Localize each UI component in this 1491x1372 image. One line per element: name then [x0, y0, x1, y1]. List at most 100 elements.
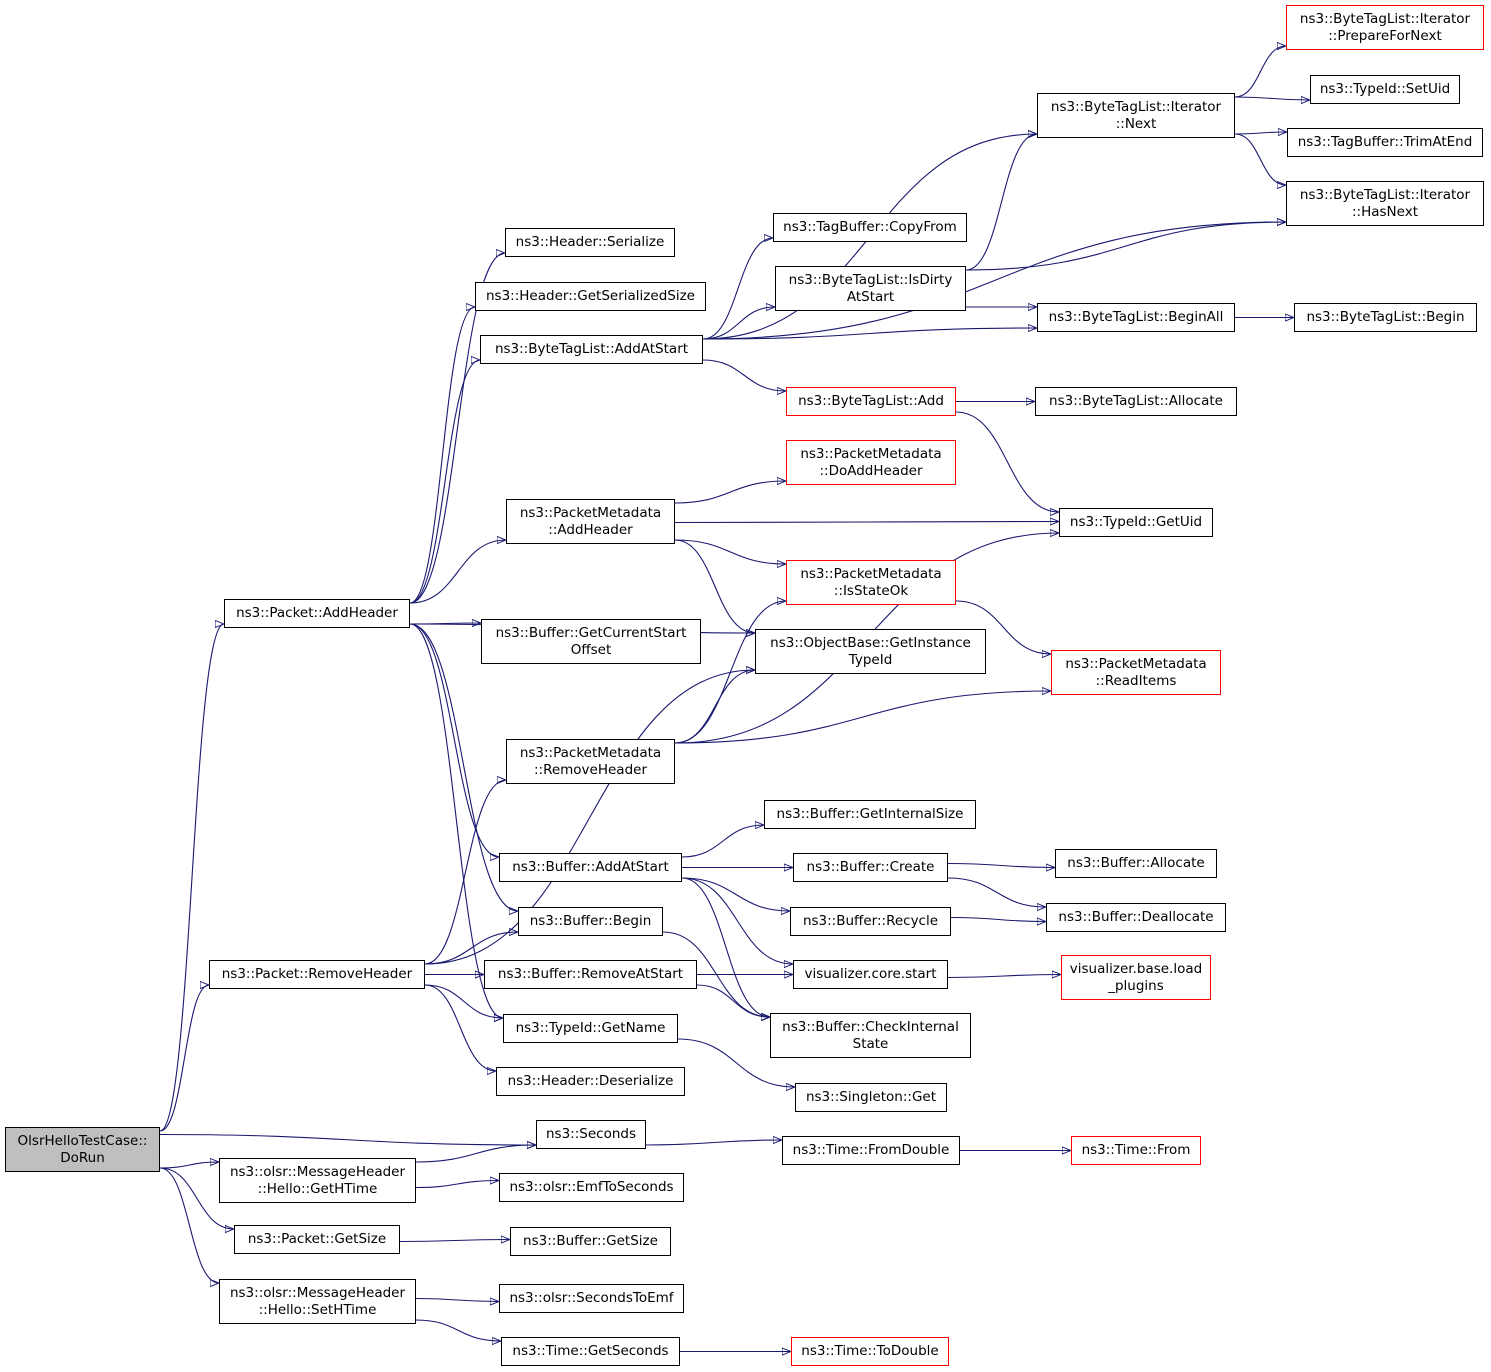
edge-pkt_removeheader-to-ob_getinstance [424, 670, 755, 965]
node-pm-removeheader[interactable]: ns3::PacketMetadata::RemoveHeader [506, 739, 675, 784]
node-btl-iter-next[interactable]: ns3::ByteTagList::Iterator::Next [1037, 93, 1235, 138]
node-viz-loadplugins[interactable]: visualizer.base.load_plugins [1061, 955, 1211, 1000]
node-label-line: ns3::PacketMetadata [800, 565, 942, 582]
node-buf-recycle[interactable]: ns3::Buffer::Recycle [790, 907, 951, 936]
node-label-line: DoRun [60, 1149, 105, 1166]
node-btl-iter-hasnext[interactable]: ns3::ByteTagList::Iterator::HasNext [1286, 181, 1484, 226]
node-buf-getinternalsize[interactable]: ns3::Buffer::GetInternalSize [764, 800, 976, 829]
node-hdr-deserialize[interactable]: ns3::Header::Deserialize [496, 1067, 685, 1096]
node-typeid-getuid[interactable]: ns3::TypeId::GetUid [1059, 508, 1213, 537]
node-label-line: ns3::PacketMetadata [1065, 655, 1207, 672]
node-label-line: ns3::Packet::GetSize [247, 1231, 387, 1247]
edge-pkt_addheader-to-hdr_serialize [409, 253, 506, 604]
node-btl-beginall[interactable]: ns3::ByteTagList::BeginAll [1037, 303, 1235, 332]
node-label-line: ns3::PacketMetadata [519, 504, 662, 521]
node-time-from[interactable]: ns3::Time::From [1071, 1136, 1201, 1165]
edge-btl_iter_next-to-btl_iter_prepare [1234, 46, 1287, 98]
node-label-line: ns3::olsr::MessageHeader [229, 1163, 406, 1180]
node-btl-iter-prepare[interactable]: ns3::ByteTagList::Iterator::PrepareForNe… [1286, 5, 1484, 50]
edge-root-to-pkt_addheader [159, 624, 225, 1132]
node-label-line: AtStart [846, 288, 895, 305]
node-typeid-getname[interactable]: ns3::TypeId::GetName [503, 1014, 678, 1043]
node-buf-create[interactable]: ns3::Buffer::Create [793, 853, 948, 882]
node-secondstoemf[interactable]: ns3::olsr::SecondsToEmf [499, 1284, 684, 1313]
edge-sethtime-to-secondstoemf [415, 1299, 499, 1302]
node-pm-doaddheader[interactable]: ns3::PacketMetadata::DoAddHeader [786, 440, 956, 485]
node-btl-add[interactable]: ns3::ByteTagList::Add [786, 387, 956, 416]
edge-pkt_removeheader-to-buf_begin [424, 932, 518, 965]
node-label-line: ns3::Header::Deserialize [507, 1073, 674, 1089]
edge-btl_addatstart-to-tagbuf_copyfrom [702, 238, 773, 340]
node-label-line: ::Hello::GetHTime [257, 1180, 378, 1197]
node-label-line: ns3::TagBuffer::CopyFrom [783, 219, 957, 235]
node-pm-addheader[interactable]: ns3::PacketMetadata::AddHeader [506, 499, 675, 544]
edge-buf_addatstart-to-buf_recycle [681, 877, 790, 911]
edge-buf_removeatstart-to-buf_checkinternal [696, 984, 770, 1017]
node-label-line: ::ReadItems [1095, 672, 1177, 689]
node-buf-removeatstart[interactable]: ns3::Buffer::RemoveAtStart [484, 960, 697, 989]
edge-pkt_addheader-to-hdr_getsersize [409, 307, 476, 604]
node-label-line: visualizer.base.load [1069, 960, 1203, 977]
node-label-line: ::RemoveHeader [533, 761, 648, 778]
node-label-line: ns3::Buffer::CheckInternal [782, 1018, 959, 1035]
node-label-line: ns3::TypeId::GetName [515, 1020, 666, 1036]
edge-pkt_addheader-to-pm_addheader [409, 540, 506, 604]
node-buf-begin[interactable]: ns3::Buffer::Begin [518, 907, 663, 936]
node-label-line: ns3::Packet::AddHeader [236, 605, 398, 621]
node-buf-getsize[interactable]: ns3::Buffer::GetSize [510, 1227, 671, 1256]
node-btl-allocate[interactable]: ns3::ByteTagList::Allocate [1035, 387, 1237, 416]
node-time-getseconds[interactable]: ns3::Time::GetSeconds [501, 1337, 680, 1366]
node-hdr-getsersize[interactable]: ns3::Header::GetSerializedSize [475, 282, 706, 311]
edge-pkt_addheader-to-buf_addatstart [409, 623, 500, 857]
edge-pm_removeheader-to-ob_getinstance [674, 670, 755, 744]
node-label-line: ns3::PacketMetadata [519, 744, 662, 761]
edge-viz_start-to-viz_loadplugins [947, 975, 1061, 978]
node-tagbuf-copyfrom[interactable]: ns3::TagBuffer::CopyFrom [773, 213, 967, 242]
node-label-line: ::HasNext [1351, 203, 1418, 220]
node-pkt-addheader[interactable]: ns3::Packet::AddHeader [224, 599, 410, 628]
node-label-line: Offset [570, 641, 612, 658]
node-emftoseconds[interactable]: ns3::olsr::EmfToSeconds [499, 1173, 684, 1202]
node-label-line: ns3::ByteTagList::Add [798, 393, 944, 409]
edge-btl_iter_next-to-typeid_setuid [1234, 97, 1310, 100]
edge-pkt_getsize-to-buf_getsize [399, 1240, 510, 1242]
node-pkt-removeheader[interactable]: ns3::Packet::RemoveHeader [209, 960, 425, 989]
edge-pkt_addheader-to-btl_addatstart [409, 360, 481, 604]
node-seconds[interactable]: ns3::Seconds [536, 1120, 646, 1149]
node-typeid-setuid[interactable]: ns3::TypeId::SetUid [1310, 75, 1460, 104]
node-label-line: _plugins [1108, 977, 1164, 994]
edge-root-to-pkt_removeheader [159, 985, 210, 1132]
node-buf-allocate[interactable]: ns3::Buffer::Allocate [1055, 849, 1217, 878]
edge-buf_addatstart-to-buf_checkinternal [681, 877, 770, 1017]
node-tagbuf-trimatend[interactable]: ns3::TagBuffer::TrimAtEnd [1287, 128, 1483, 157]
node-buf-addatstart[interactable]: ns3::Buffer::AddAtStart [499, 853, 682, 882]
node-gethtime[interactable]: ns3::olsr::MessageHeader::Hello::GetHTim… [219, 1158, 416, 1203]
node-btl-begin[interactable]: ns3::ByteTagList::Begin [1294, 303, 1477, 332]
node-singleton-get[interactable]: ns3::Singleton::Get [795, 1083, 947, 1112]
node-buf-deallocate[interactable]: ns3::Buffer::Deallocate [1046, 903, 1226, 932]
node-label-line: ns3::Buffer::Deallocate [1058, 909, 1214, 925]
node-pkt-getsize[interactable]: ns3::Packet::GetSize [234, 1225, 400, 1254]
node-pm-readitems[interactable]: ns3::PacketMetadata::ReadItems [1051, 650, 1221, 695]
node-label-line: ns3::Buffer::RemoveAtStart [497, 966, 684, 982]
node-btl-addatstart[interactable]: ns3::ByteTagList::AddAtStart [480, 335, 703, 364]
node-root: OlsrHelloTestCase::DoRun [5, 1127, 160, 1172]
node-viz-start[interactable]: visualizer.core.start [793, 960, 948, 989]
node-label-line: ::Hello::SetHTime [258, 1301, 377, 1318]
node-hdr-serialize[interactable]: ns3::Header::Serialize [505, 228, 675, 257]
edge-btl_iter_next-to-tagbuf_trimatend [1234, 132, 1287, 134]
node-label-line: ns3::Time::GetSeconds [512, 1343, 669, 1359]
edge-gethtime-to-emftoseconds [415, 1181, 499, 1189]
node-label-line: ns3::ByteTagList::IsDirty [788, 271, 953, 288]
node-time-todouble[interactable]: ns3::Time::ToDouble [791, 1337, 949, 1366]
node-sethtime[interactable]: ns3::olsr::MessageHeader::Hello::SetHTim… [219, 1279, 416, 1324]
node-label-line: ns3::ByteTagList::BeginAll [1048, 309, 1224, 325]
node-pm-isstateok[interactable]: ns3::PacketMetadata::IsStateOk [786, 560, 956, 605]
node-label-line: ns3::Buffer::GetCurrentStart [495, 624, 687, 641]
edge-typeid_getname-to-singleton_get [677, 1038, 795, 1087]
node-time-fromdouble[interactable]: ns3::Time::FromDouble [782, 1136, 960, 1165]
